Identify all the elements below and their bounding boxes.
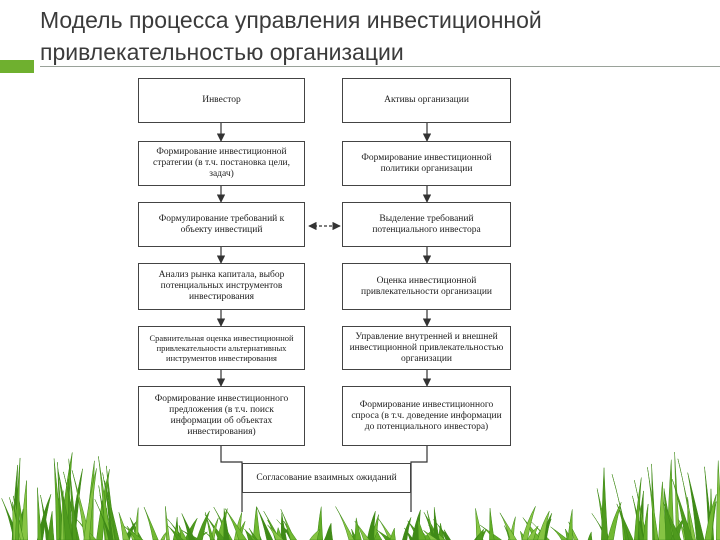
- grass-blade: [634, 477, 642, 540]
- grass-blade: [224, 508, 247, 540]
- grass-blade: [366, 511, 376, 540]
- grass-blade: [253, 506, 261, 540]
- right-box-assets: Активы организации: [342, 78, 511, 123]
- grass-blade: [68, 458, 78, 540]
- grass-blade: [674, 452, 681, 540]
- grass-blade: [118, 512, 130, 540]
- grass-blade: [37, 487, 42, 540]
- grass-blade: [433, 519, 451, 540]
- right-box-investment-demand: Формирование инвестиционного спроса (в т…: [342, 386, 511, 446]
- grass-blade: [417, 517, 427, 540]
- grass-blade: [256, 507, 274, 540]
- grass-blade: [404, 527, 415, 540]
- grass-blade: [704, 494, 717, 540]
- grass-blade: [94, 499, 113, 540]
- grass-blade: [475, 528, 485, 540]
- grass-blade: [178, 525, 188, 540]
- right-box-attractiveness-management: Управление внутренней и внешней инвестиц…: [342, 326, 511, 370]
- bottom-box-mutual-expectations: Согласование взаимных ожиданий: [242, 463, 411, 493]
- slide-title: Модель процесса управления инвестиционно…: [40, 7, 542, 65]
- right-box-policy: Формирование инвестиционной политики орг…: [342, 141, 511, 186]
- grass-blade: [20, 480, 28, 540]
- grass-blade: [83, 468, 97, 540]
- grass-blade: [181, 513, 196, 540]
- grass-blade: [243, 528, 257, 540]
- grass-blade: [134, 507, 139, 540]
- grass-blade: [521, 506, 536, 540]
- grass-blade: [98, 456, 112, 540]
- grass-decoration: [1, 452, 720, 540]
- grass-blade: [335, 506, 355, 540]
- grass-blade: [267, 524, 284, 540]
- grass-blade: [165, 506, 170, 540]
- grass-blade: [143, 506, 159, 540]
- left-box-requirements: Формулирование требований к объекту инве…: [138, 202, 305, 247]
- grass-blade: [716, 460, 720, 540]
- grass-blade: [309, 528, 321, 540]
- right-box-attractiveness-assessment: Оценка инвестиционной привлекательности …: [342, 263, 511, 310]
- grass-blade: [587, 531, 593, 540]
- grass-blade: [248, 528, 258, 540]
- grass-blade: [425, 516, 437, 540]
- grass-blade: [647, 467, 659, 540]
- grass-blade: [527, 525, 539, 540]
- left-box-investor: Инвестор: [138, 78, 305, 123]
- grass-blade: [15, 457, 21, 540]
- grass-blade: [550, 526, 569, 540]
- grass-blade: [663, 488, 674, 540]
- grass-blade: [567, 509, 573, 540]
- right-box-investor-requirements: Выделение требований потенциального инве…: [342, 202, 511, 247]
- title-divider: [40, 66, 720, 67]
- grass-blade: [677, 458, 696, 540]
- left-box-market-analysis: Анализ рынка капитала, выбор потенциальн…: [138, 263, 305, 310]
- grass-blade: [687, 472, 705, 540]
- grass-blade: [643, 503, 649, 540]
- grass-blade: [601, 467, 609, 540]
- left-box-comparative-assessment: Сравнительная оценка инвестиционной прив…: [138, 326, 305, 370]
- grass-blade: [223, 508, 230, 540]
- grass-blade: [324, 523, 333, 540]
- grass-blade: [611, 474, 629, 540]
- right-to-bottom-connector: [410, 446, 428, 512]
- grass-blade: [423, 530, 439, 540]
- grass-blade: [402, 517, 412, 540]
- grass-blade: [196, 510, 210, 540]
- left-box-strategy: Формирование инвестиционной стратегии (в…: [138, 141, 305, 186]
- left-box-investment-offer: Формирование инвестиционного предложения…: [138, 386, 305, 446]
- grass-blade: [210, 517, 219, 540]
- grass-blade: [499, 512, 517, 540]
- grass-blade: [105, 484, 114, 540]
- grass-blade: [60, 490, 65, 540]
- grass-blade: [489, 508, 495, 540]
- grass-blade: [283, 520, 297, 540]
- grass-blade: [389, 528, 396, 540]
- grass-blade: [663, 502, 682, 540]
- grass-blade: [433, 507, 440, 540]
- grass-blade: [354, 520, 370, 540]
- grass-blade: [537, 510, 550, 540]
- grass-blade: [354, 517, 362, 540]
- title-accent-square: [0, 60, 34, 73]
- grass-blade: [373, 531, 383, 540]
- grass-blade: [672, 479, 693, 540]
- grass-blade: [375, 529, 393, 540]
- grass-blade: [607, 502, 622, 540]
- grass-blade: [47, 511, 55, 540]
